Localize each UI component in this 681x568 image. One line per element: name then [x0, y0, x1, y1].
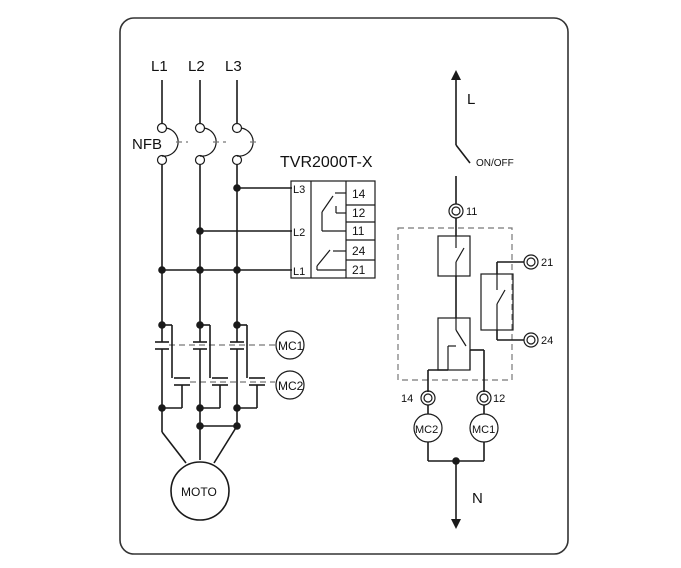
- nfb-label: NFB: [132, 136, 162, 153]
- relay-supply-taps: [158, 184, 292, 274]
- nfb-breaker: [156, 122, 258, 166]
- mc2-coil-symbol: [275, 370, 305, 400]
- terminal-14-inner: [423, 393, 433, 403]
- diagram-frame: [119, 17, 569, 555]
- relay-terminal-24: 24: [352, 244, 366, 258]
- coil-mc2-symbol: [413, 413, 443, 443]
- mc2-label: MC2: [278, 379, 304, 393]
- control-terminal-24: 24: [541, 335, 553, 347]
- terminal-12-inner: [479, 393, 489, 403]
- terminal-11-outer: [448, 203, 464, 219]
- relay-terminal-11: 11: [352, 224, 365, 238]
- phase-l1-label: L1: [151, 58, 168, 75]
- relay-terminal-14: 14: [352, 187, 366, 201]
- terminal-21-inner: [526, 257, 536, 267]
- control-terminal-21: 21: [541, 257, 553, 269]
- terminal-14-outer: [420, 390, 436, 406]
- contactor-mc2-contacts: [158, 342, 275, 412]
- control-terminal-12: 12: [493, 393, 505, 405]
- lower-changeover-contact: [427, 317, 485, 392]
- relay-block: [290, 180, 376, 279]
- control-terminal-11: 11: [466, 206, 477, 218]
- motor-label: MOTO: [181, 485, 217, 499]
- terminal-24-inner: [526, 335, 536, 345]
- phase-conductors: [161, 165, 238, 323]
- relay-input-l1: L1: [293, 266, 305, 278]
- motor-leads: [161, 408, 241, 464]
- terminal-12-outer: [476, 390, 492, 406]
- phase-l3-label: L3: [225, 58, 242, 75]
- mc1-label: MC1: [278, 339, 304, 353]
- relay-contact-enclosure: [397, 227, 513, 381]
- relay-input-l3: L3: [293, 184, 305, 196]
- control-terminal-14: 14: [401, 393, 413, 405]
- relay-terminal-12: 12: [352, 206, 366, 220]
- relay-terminal-21: 21: [352, 263, 366, 277]
- contact-21-24: [480, 261, 524, 341]
- coil-mc2-label: MC2: [415, 424, 438, 436]
- control-line-top: [451, 70, 471, 204]
- contactor-mc1-contacts: [155, 321, 275, 378]
- upper-contact: [437, 218, 471, 318]
- on-off-switch-label: ON/OFF: [476, 158, 514, 169]
- terminal-11-inner: [451, 206, 461, 216]
- line-l-label: L: [467, 91, 475, 108]
- coil-mc1-label: MC1: [472, 424, 495, 436]
- phase-l2-label: L2: [188, 58, 205, 75]
- relay-title: TVR2000T-X: [280, 154, 373, 171]
- terminal-24-outer: [523, 332, 539, 348]
- coil-leads: [427, 405, 485, 529]
- motor-symbol: [170, 461, 230, 521]
- neutral-n-label: N: [472, 490, 483, 507]
- relay-input-l2: L2: [293, 227, 305, 239]
- coil-mc1-symbol: [469, 413, 499, 443]
- terminal-21-outer: [523, 254, 539, 270]
- incoming-lines: [161, 80, 238, 123]
- mc1-coil-symbol: [275, 330, 305, 360]
